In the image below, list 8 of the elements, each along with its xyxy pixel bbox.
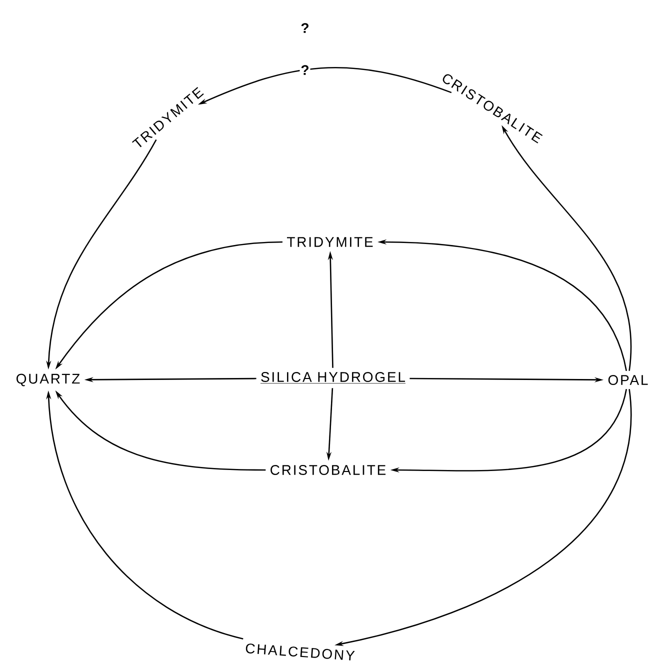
mineral-label: CHALCEDONY — [246, 644, 355, 660]
mineral-label: OPAL — [608, 375, 648, 385]
question-mark: ? — [301, 23, 308, 33]
mineral-label: TRIDYMITE — [287, 237, 373, 247]
mineral-label: CRISTOBALITE — [270, 465, 386, 475]
edge-label: ? — [300, 64, 310, 76]
mineral-label: QUARTZ — [16, 374, 80, 386]
mineral-label: SILICA HYDROGEL — [260, 372, 406, 384]
